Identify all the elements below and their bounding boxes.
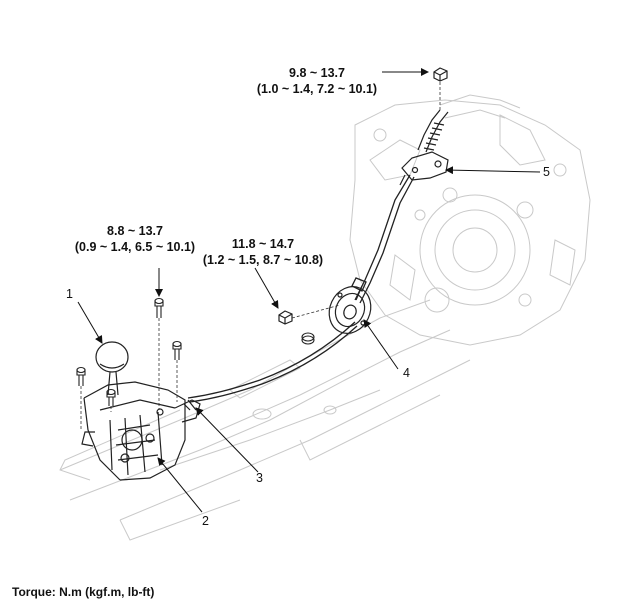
torque-spec-lever-bolts: 8.8 ~ 13.7 (0.9 ~ 1.4, 6.5 ~ 10.1) [62, 223, 208, 255]
shift-lever-assembly [81, 341, 201, 481]
cable-nut-icon [433, 67, 448, 82]
grommet-icon [301, 332, 315, 345]
floor-nut-icon [278, 310, 293, 325]
bolt-icon [76, 366, 86, 386]
cable-bracket [399, 109, 449, 186]
bolt-centerlines [80, 82, 441, 430]
shift-cable [187, 174, 415, 403]
torque-value: 8.8 ~ 13.7 [107, 224, 163, 238]
floor-seal-plate [328, 286, 372, 334]
torque-alt-units: (0.9 ~ 1.4, 6.5 ~ 10.1) [74, 240, 196, 254]
callout-2: 2 [202, 514, 209, 528]
bolt-icon [106, 388, 116, 406]
floor-tunnel-outline [59, 299, 471, 541]
transmission-housing-outline [349, 94, 591, 346]
torque-value: 11.8 ~ 14.7 [231, 237, 295, 251]
callout-1: 1 [66, 287, 73, 301]
callout-4: 4 [403, 366, 410, 380]
callout-5: 5 [543, 165, 550, 179]
torque-units-legend: Torque: N.m (kgf.m, lb-ft) [12, 585, 155, 599]
callout-3: 3 [256, 471, 263, 485]
torque-alt-units: (1.2 ~ 1.5, 8.7 ~ 10.8) [202, 253, 324, 267]
bolt-icon [154, 297, 164, 318]
bolt-icon [172, 340, 182, 360]
torque-alt-units: (1.0 ~ 1.4, 7.2 ~ 10.1) [256, 82, 378, 96]
torque-spec-floor-nut: 11.8 ~ 14.7 (1.2 ~ 1.5, 8.7 ~ 10.8) [190, 236, 336, 268]
torque-value: 9.8 ~ 13.7 [289, 66, 345, 80]
torque-spec-cable-nut: 9.8 ~ 13.7 (1.0 ~ 1.4, 7.2 ~ 10.1) [252, 65, 382, 97]
leader-lines [77, 68, 541, 513]
